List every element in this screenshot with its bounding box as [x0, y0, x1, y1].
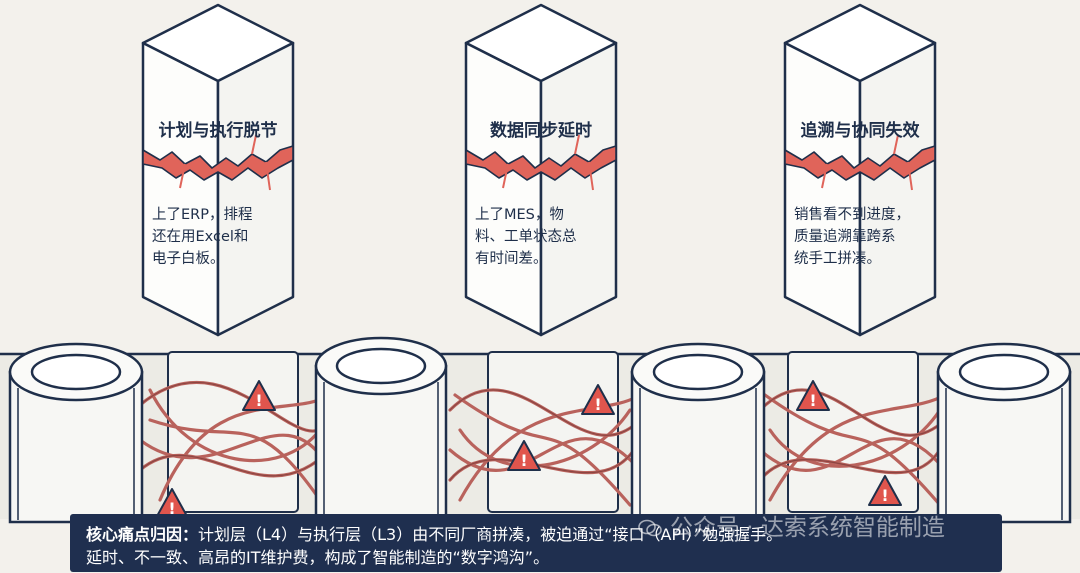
pillar-3-line-3: 统手工拼凑。: [794, 251, 881, 267]
svg-text:!: !: [255, 391, 262, 410]
pillar-1-title: 计划与执行脱节: [158, 121, 278, 141]
cylinder-2: [314, 336, 448, 524]
banner-line-1: 核心痛点归因：计划层（L4）与执行层（L3）由不同厂商拼凑，被迫通过“接口（AP…: [86, 523, 986, 546]
warning-icon: !: [796, 380, 830, 411]
pillar-1-description: 上了ERP，排程 还在用Excel和 电子白板。: [152, 204, 302, 270]
crack-mark: [142, 145, 294, 181]
warning-icon: !: [242, 380, 276, 411]
svg-text:!: !: [881, 486, 888, 505]
svg-text:!: !: [809, 391, 816, 410]
pillar-1: [141, 3, 295, 337]
pillar-3-description: 销售看不到进度， 质量追溯靠跨系 统手工拼凑。: [794, 204, 944, 270]
crack-mark: [465, 145, 617, 181]
warning-icons: ! ! ! ! ! !: [155, 380, 902, 519]
banner-line-1-text: 计划层（L4）与执行层（L3）由不同厂商拼凑，被迫通过“接口（API）”勉强握手…: [198, 525, 783, 544]
back-cylinders: [167, 351, 919, 513]
pillar-3-line-2: 质量追溯靠跨系: [794, 229, 896, 245]
warning-icon: !: [507, 440, 541, 471]
pillar-2-title: 数据同步延时: [490, 121, 592, 141]
front-cylinders: [8, 336, 1072, 524]
svg-text:!: !: [520, 451, 527, 470]
pillar-2-line-2: 料、工单状态总: [475, 229, 577, 245]
pillar-1-line-1: 上了ERP，排程: [152, 207, 253, 223]
watermark-text: 公众号 · 达索系统智能制造: [670, 515, 945, 541]
pillar-3-line-1: 销售看不到进度，: [794, 207, 910, 223]
wechat-icon: [638, 519, 662, 537]
cylinder-4: [936, 342, 1072, 524]
cylinder-3: [630, 342, 766, 524]
banner-line-2: 延时、不一致、高昂的IT维护费，构成了智能制造的“数字鸿沟”。: [86, 548, 550, 567]
crack-mark: [784, 145, 936, 181]
watermark: 公众号 · 达索系统智能制造: [638, 510, 1058, 546]
tangled-cables: [138, 380, 947, 507]
pillar-1-line-3: 电子白板。: [152, 251, 225, 267]
pillar-2-line-3: 有时间差。: [475, 251, 548, 267]
svg-text:!: !: [594, 395, 601, 414]
pillar-2-line-1: 上了MES，物: [475, 207, 564, 223]
pillar-2: [464, 3, 618, 337]
pillar-3: [783, 3, 937, 337]
root-cause-banner: 核心痛点归因：计划层（L4）与执行层（L3）由不同厂商拼凑，被迫通过“接口（AP…: [70, 514, 1002, 572]
pillar-1-line-2: 还在用Excel和: [152, 229, 249, 245]
svg-text:!: !: [168, 499, 175, 518]
banner-lead: 核心痛点归因：: [86, 525, 199, 544]
cylinder-1: [8, 342, 144, 524]
warning-icon: !: [868, 475, 902, 506]
pillar-3-title: 追溯与协同失效: [800, 121, 920, 141]
pillar-2-description: 上了MES，物 料、工单状态总 有时间差。: [475, 204, 625, 270]
warning-icon: !: [581, 384, 615, 415]
